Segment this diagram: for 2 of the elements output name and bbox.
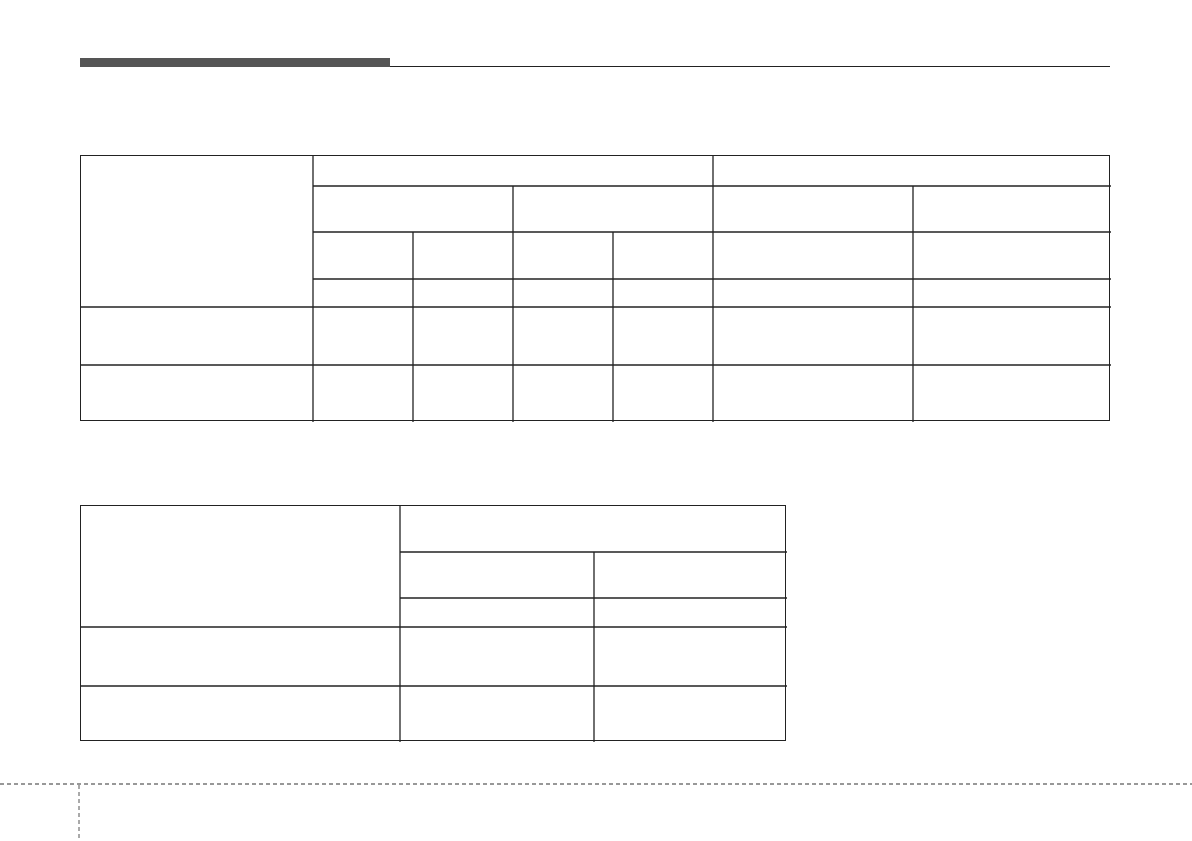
empty-table — [80, 155, 1110, 421]
empty-table — [80, 505, 786, 741]
